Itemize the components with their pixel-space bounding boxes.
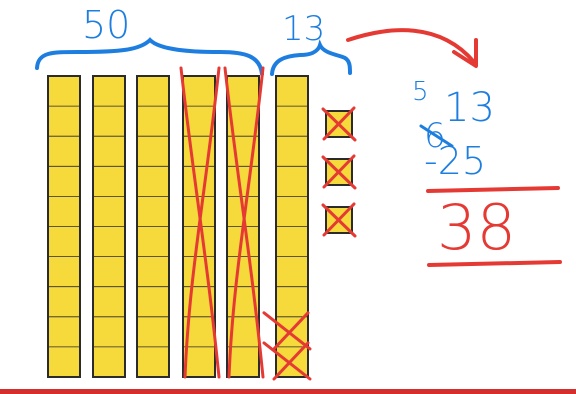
ten-rod bbox=[47, 75, 81, 378]
label-13: 13 bbox=[282, 9, 325, 49]
algorithm-regrouped-ones: 13 bbox=[444, 85, 495, 131]
ten-rod bbox=[136, 75, 170, 378]
algorithm-line bbox=[426, 186, 560, 193]
red-arrow bbox=[346, 28, 476, 64]
difference-underline bbox=[427, 260, 562, 267]
red-arrow-head bbox=[452, 38, 478, 68]
ten-rod bbox=[92, 75, 126, 378]
algorithm-strike bbox=[419, 124, 454, 148]
unit-cross bbox=[262, 311, 312, 351]
algorithm-difference: 38 bbox=[437, 191, 516, 264]
one-unit-cross bbox=[321, 154, 357, 190]
one-unit-cross bbox=[321, 202, 357, 238]
bracket-tens bbox=[35, 37, 264, 76]
rod-cross-stroke bbox=[183, 66, 221, 379]
bottom-rule bbox=[0, 389, 576, 394]
label-50: 50 bbox=[82, 3, 130, 47]
ones-units bbox=[321, 106, 357, 238]
unit-cross bbox=[262, 341, 312, 381]
tens-rods bbox=[47, 66, 312, 381]
algorithm-regrouped-tens: 5 bbox=[412, 77, 429, 107]
one-unit bbox=[321, 106, 357, 142]
one-unit-cross bbox=[321, 106, 357, 142]
one-unit bbox=[321, 202, 357, 238]
rod-cross-stroke bbox=[227, 66, 265, 379]
algorithm-subtrahend: -25 bbox=[424, 139, 486, 183]
one-unit bbox=[321, 154, 357, 190]
bracket-ones bbox=[270, 39, 352, 76]
